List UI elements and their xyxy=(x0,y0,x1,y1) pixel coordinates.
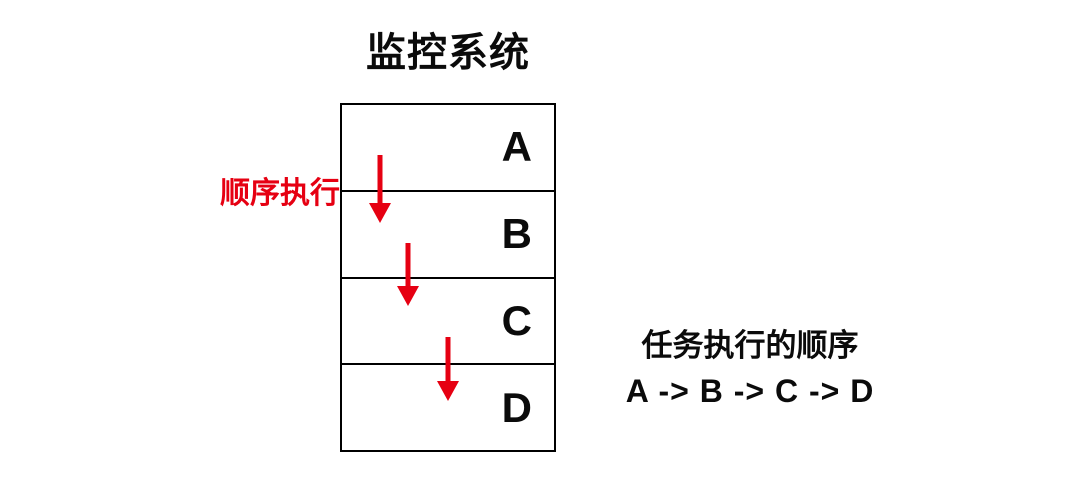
down-arrow-icon xyxy=(369,155,391,223)
down-arrow-head xyxy=(437,381,459,401)
down-arrow-shaft xyxy=(405,243,411,288)
task-label-c: C xyxy=(501,296,532,344)
down-arrow-shaft xyxy=(377,155,383,205)
task-label-d: D xyxy=(501,383,532,431)
execution-order-title: 任务执行的顺序 xyxy=(641,328,859,363)
down-arrow-head xyxy=(397,286,419,306)
execution-order-note: 任务执行的顺序 A -> B -> C -> D xyxy=(600,324,900,414)
table-row-a: A xyxy=(342,105,554,190)
down-arrow-icon xyxy=(437,337,459,401)
task-label-b: B xyxy=(501,210,532,258)
page-title: 监控系统 xyxy=(366,31,530,75)
down-arrow-shaft xyxy=(445,337,451,383)
table-row-b: B xyxy=(342,189,554,277)
down-arrow-head xyxy=(369,203,391,223)
down-arrow-icon xyxy=(397,243,419,306)
task-label-a: A xyxy=(501,123,532,171)
execution-order-sequence: A -> B -> C -> D xyxy=(625,373,875,409)
sequential-execution-label: 顺序执行 xyxy=(220,177,340,210)
table-row-c: C xyxy=(342,276,554,364)
